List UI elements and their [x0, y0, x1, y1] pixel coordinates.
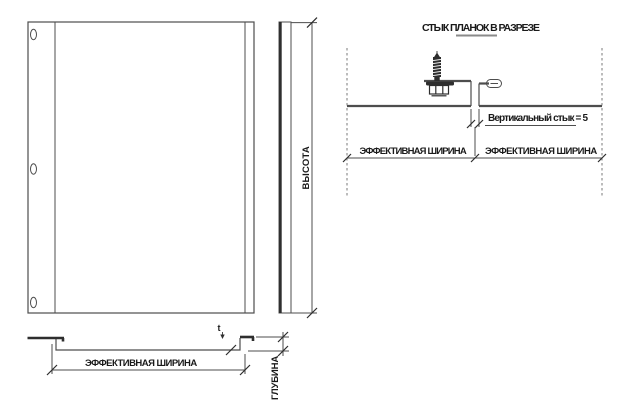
joint-right-width-label: ЭФФЕКТИВНАЯ ШИРИНА [485, 146, 597, 157]
depth-label: ГЛУБИНА [270, 356, 281, 400]
height-tick-bottom [306, 307, 318, 319]
joint-width-tick-center [470, 153, 480, 163]
panel-outline [27, 21, 255, 314]
section-width-tick-left [46, 364, 58, 376]
screw-collar [434, 76, 440, 81]
joint-detail: СТЫК ПЛАНОК В РАЗРЕЗЕ [342, 22, 607, 197]
panel-cross-section: t ЭФФЕКТИВНАЯ ШИРИНА ГЛУБИНА [27, 323, 289, 400]
section-width-label: ЭФФЕКТИВНАЯ ШИРИНА [85, 358, 197, 369]
joint-width-tick-left [342, 153, 352, 163]
screw-washer [426, 81, 454, 86]
gap-label: Вертикальный стык = 5 [488, 113, 588, 124]
height-label: ВЫСОТА [301, 146, 312, 189]
screw-tip [433, 52, 441, 58]
section-step-tick [225, 344, 237, 356]
depth-tick-bottom [277, 345, 289, 357]
panel-side-view [278, 21, 292, 314]
self-tapping-screw-icon [426, 51, 454, 97]
thickness-arrowhead-icon [220, 334, 225, 339]
depth-tick-top [277, 331, 289, 343]
screw-hex-head [428, 84, 450, 95]
section-width-tick-right [239, 364, 251, 376]
thickness-label: t [218, 323, 221, 333]
mounting-slot-bottom [30, 296, 37, 309]
gap-tick-left [466, 119, 476, 129]
slotted-tab-outline [486, 79, 502, 88]
section-face-profile [55, 338, 241, 351]
screw-threads [432, 58, 442, 77]
joint-title: СТЫК ПЛАНОК В РАЗРЕЗЕ [422, 22, 540, 34]
joint-width-tick-right [597, 153, 607, 163]
mounting-slot-middle [30, 163, 37, 175]
gap-tick-right [474, 119, 484, 129]
screw-threaded-shank [433, 57, 441, 77]
mounting-slot-top [30, 28, 37, 41]
height-tick-top [306, 17, 318, 29]
height-dimension: ВЫСОТА [291, 17, 318, 319]
panel-front-view [27, 21, 255, 314]
joint-left-width-label: ЭФФЕКТИВНАЯ ШИРИНА [360, 146, 467, 157]
side-view-outline [278, 21, 292, 314]
